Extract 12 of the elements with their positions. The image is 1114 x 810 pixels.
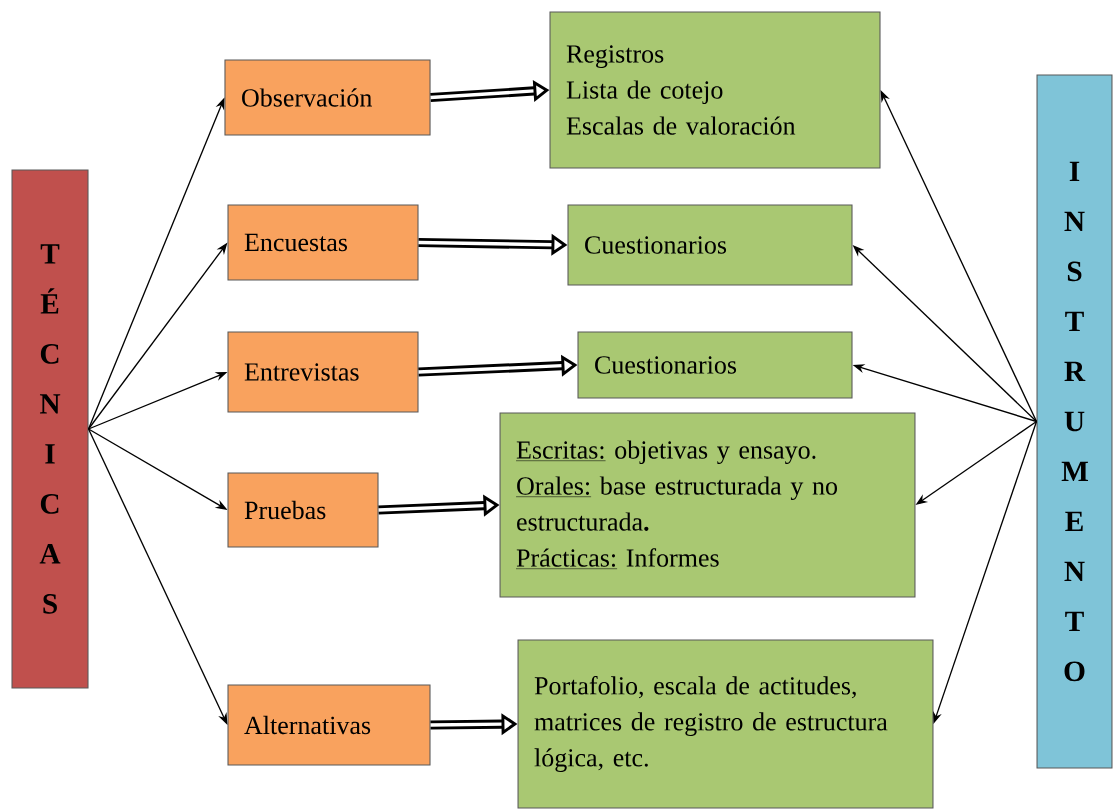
technique-box: Pruebas bbox=[227, 472, 379, 548]
instrument-box: Escritas: objetivas y ensayo. Orales: base estructurada y no estructurada. Prácticas: Informes bbox=[499, 412, 916, 598]
vertical-label-box: TÉCNICAS bbox=[11, 169, 89, 689]
technique-box: Encuestas bbox=[227, 204, 419, 281]
instrument-box: Registros Lista de cotejo Escalas de valoración bbox=[549, 11, 881, 169]
instrument-box: Cuestionarios bbox=[577, 331, 853, 399]
instrument-box: Cuestionarios bbox=[567, 204, 853, 286]
vertical-label-box: INSTRUMENTO bbox=[1036, 74, 1113, 769]
technique-box: Alternativas bbox=[227, 684, 431, 766]
instrument-box: Portafolio, escala de actitudes, matrices de registro de estructura lógica, etc. bbox=[517, 639, 934, 809]
technique-box: Observación bbox=[224, 59, 431, 136]
technique-box: Entrevistas bbox=[227, 331, 419, 413]
